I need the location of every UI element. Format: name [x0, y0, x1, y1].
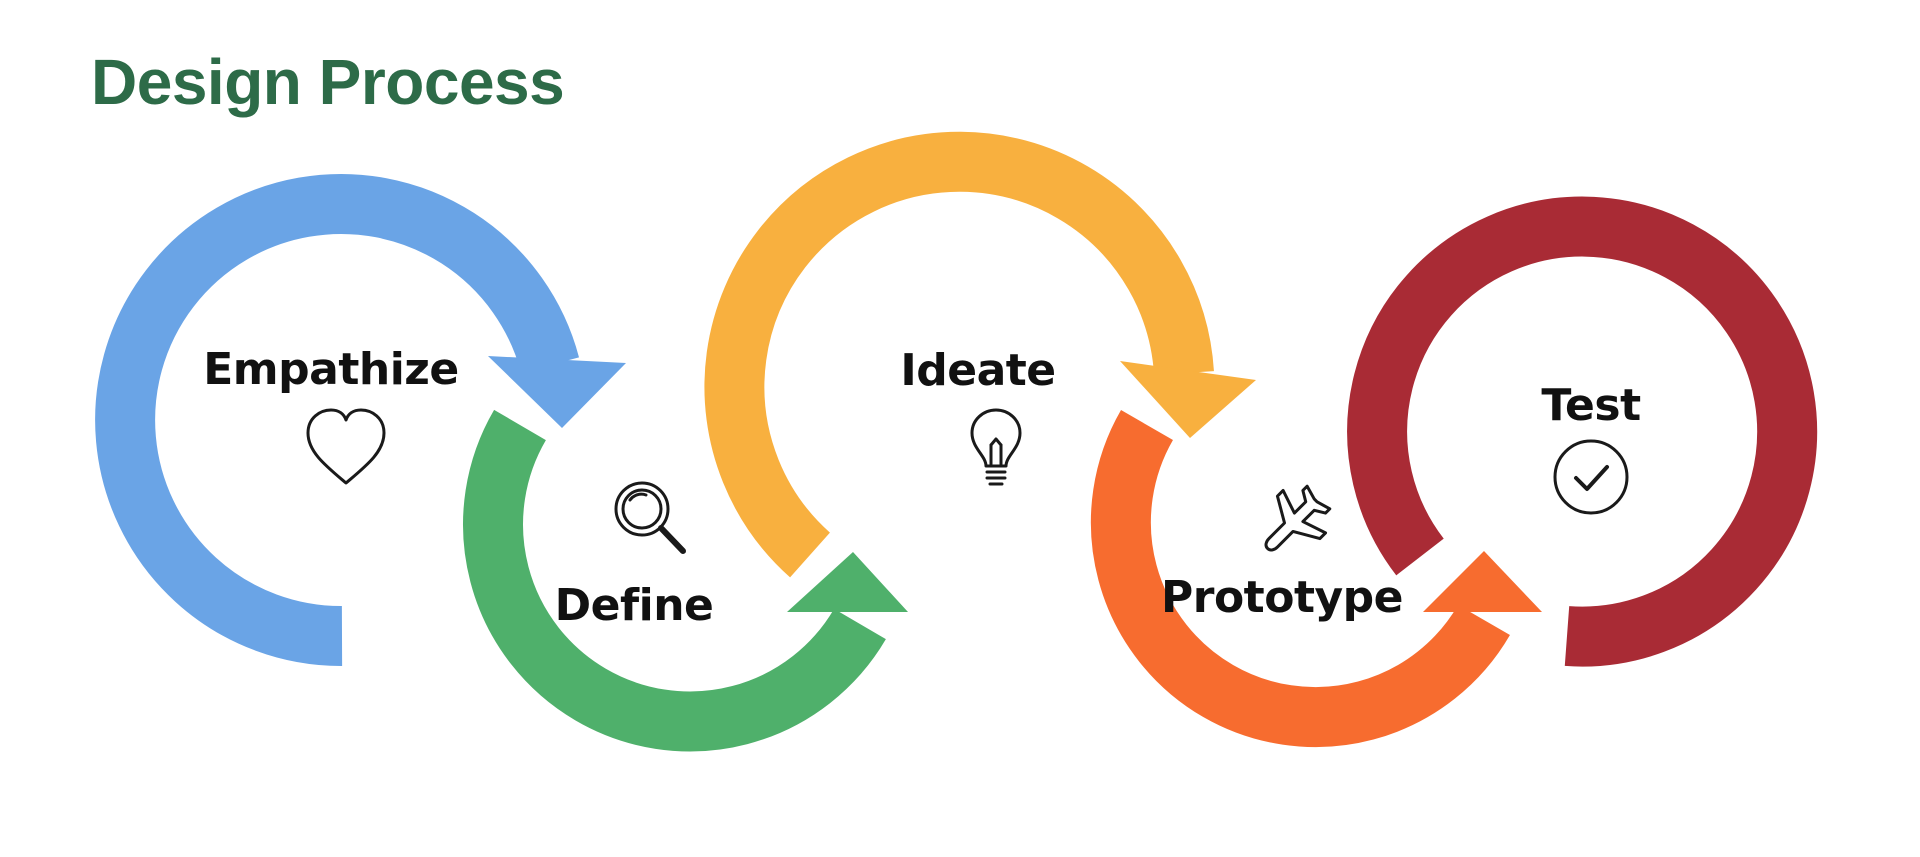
prototype-arrow [1090, 410, 1542, 748]
ideate-arc [704, 131, 1214, 578]
stage-label-ideate: Ideate [900, 345, 1055, 396]
stage-label-empathize: Empathize [203, 344, 458, 395]
page-title: Design Process [91, 46, 565, 118]
prototype-arc [1090, 410, 1510, 748]
define-arc [463, 409, 886, 752]
ideate-arrow [704, 131, 1256, 578]
magnifier-icon [614, 481, 686, 554]
stage-label-prototype: Prototype [1161, 572, 1403, 623]
stage-label-define: Define [555, 580, 714, 631]
define-arrow [463, 409, 908, 752]
define-arrowhead [787, 552, 908, 612]
heart-icon [306, 408, 386, 485]
empathize-arrow [95, 174, 626, 667]
lightbulb-icon [970, 408, 1022, 486]
ideate-arrowhead [1120, 361, 1256, 438]
stage-label-test: Test [1541, 380, 1641, 431]
test-ring [1347, 196, 1818, 667]
empathize-arrowhead [488, 356, 626, 428]
test-arc [1347, 196, 1818, 667]
prototype-arrowhead [1423, 551, 1542, 612]
check-circle-icon [1553, 439, 1629, 515]
empathize-arc [95, 174, 579, 667]
airplane-icon [1264, 484, 1332, 552]
